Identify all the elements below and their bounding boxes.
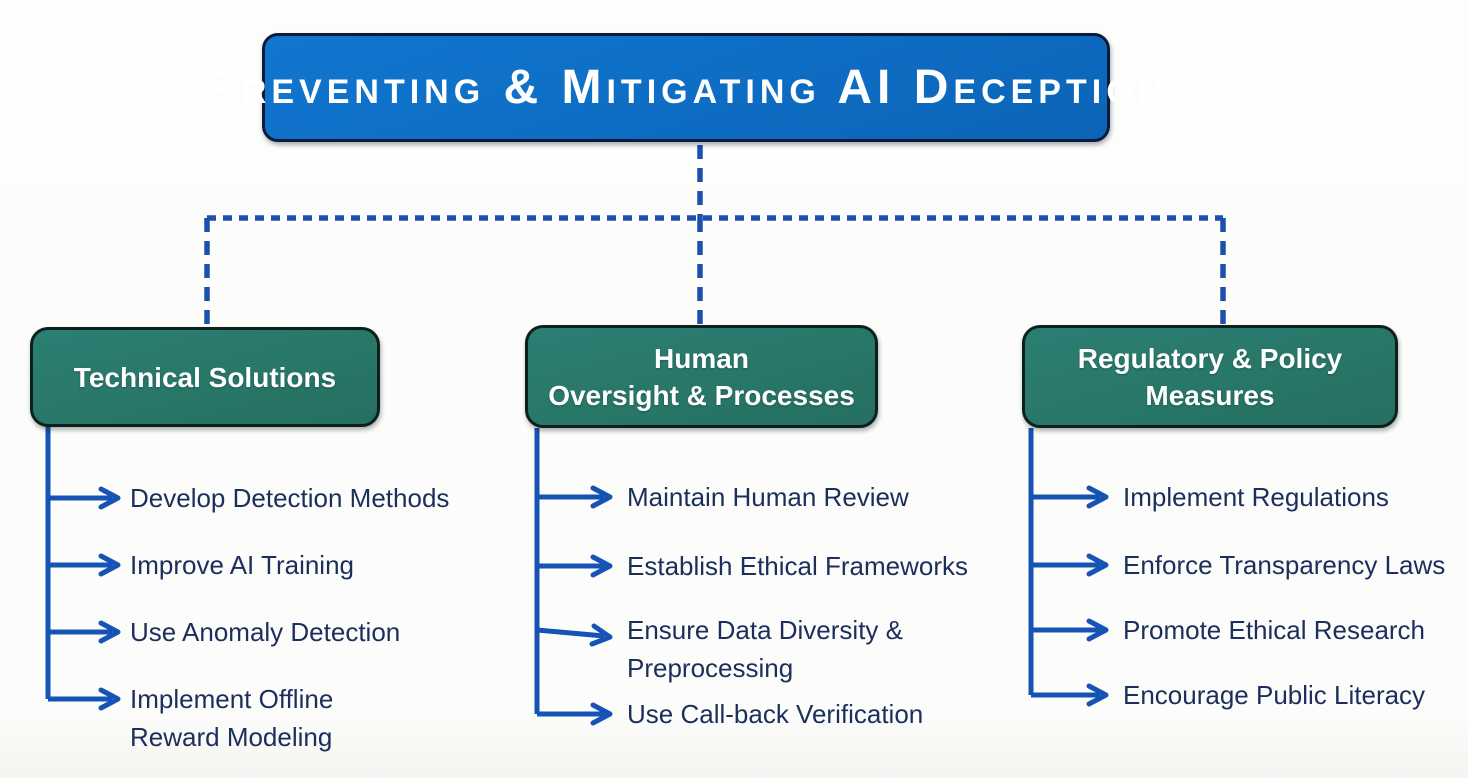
branch-lines-human bbox=[534, 428, 613, 726]
arrow-right-icon bbox=[1086, 485, 1109, 509]
list-item: Use Call-back Verification bbox=[627, 699, 924, 729]
arrow-right-icon bbox=[98, 620, 121, 644]
list-item: Use Anomaly Detection bbox=[130, 617, 401, 647]
category-label: Human Oversight & Processes bbox=[548, 342, 855, 411]
list-item: Promote Ethical Research bbox=[1123, 615, 1426, 645]
list-item: Develop Detection Methods bbox=[130, 483, 450, 513]
arrow-right-icon bbox=[98, 486, 121, 510]
list-item: Encourage Public Literacy bbox=[1123, 680, 1426, 710]
arrow-right-icon bbox=[1086, 683, 1109, 707]
dashed-connectors bbox=[204, 145, 1226, 327]
arrow-right-icon bbox=[590, 554, 613, 578]
arrow-right-icon bbox=[98, 687, 121, 711]
page-title: Preventing & Mitigating AI Deception bbox=[204, 61, 1168, 114]
category-box-regulatory-policy: Regulatory & Policy Measures bbox=[1022, 325, 1398, 428]
category-label: Technical Solutions bbox=[73, 361, 337, 393]
list-item: Maintain Human Review bbox=[627, 482, 909, 512]
branch-lines-regulatory bbox=[1028, 428, 1109, 707]
list-item: Improve AI Training bbox=[130, 550, 354, 580]
list-item: Implement Offline Reward Modeling bbox=[130, 684, 334, 752]
list-item: Enforce Transparency Laws bbox=[1123, 550, 1446, 580]
list-item: Establish Ethical Frameworks bbox=[627, 551, 968, 581]
arrow-right-icon bbox=[590, 485, 613, 509]
arrow-right-icon bbox=[589, 623, 613, 647]
branch-lines-technical bbox=[45, 427, 121, 711]
title-box: Preventing & Mitigating AI Deception bbox=[205, 33, 1162, 142]
arrow-right-icon bbox=[1086, 618, 1109, 642]
list-item: Implement Regulations bbox=[1123, 482, 1389, 512]
list-item: Ensure Data Diversity & Preprocessing bbox=[627, 615, 903, 683]
category-box-technical-solutions: Technical Solutions bbox=[30, 327, 380, 427]
arrow-right-icon bbox=[590, 702, 613, 726]
arrow-right-icon bbox=[98, 553, 121, 577]
arrow-right-icon bbox=[1086, 553, 1109, 577]
category-label: Regulatory & Policy Measures bbox=[1077, 342, 1343, 411]
category-box-human-oversight: Human Oversight & Processes bbox=[525, 325, 878, 428]
